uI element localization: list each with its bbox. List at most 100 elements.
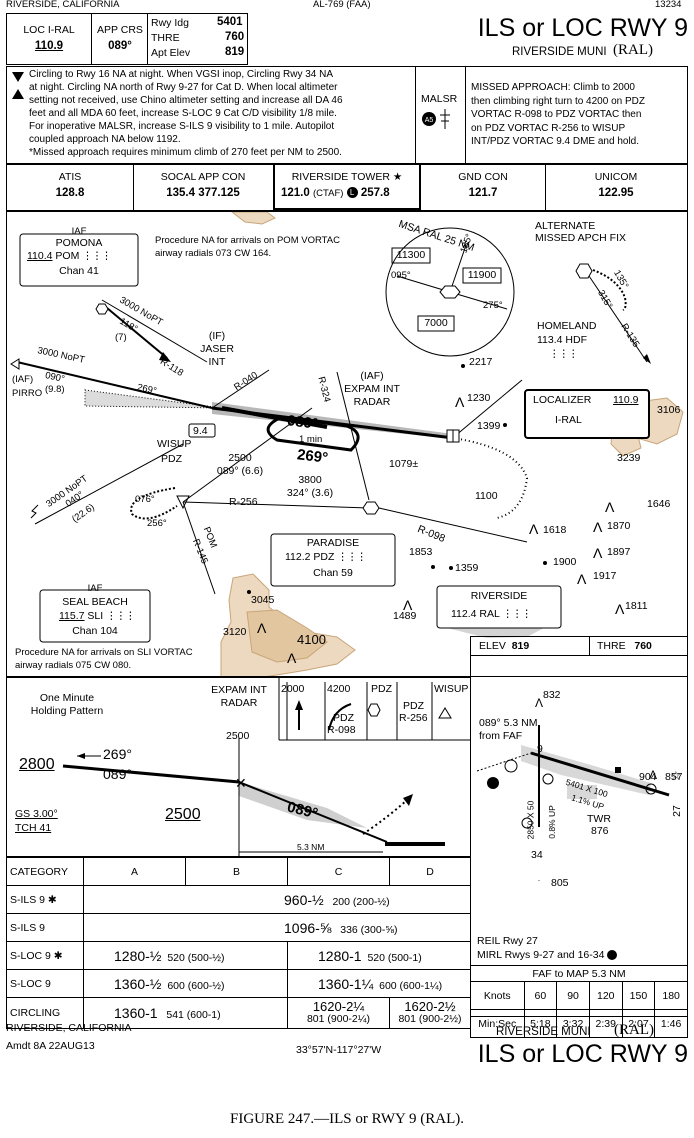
ad-thre: THRE 760 (597, 640, 652, 652)
svg-text:☆: ☆ (671, 770, 681, 782)
ad-rwy-34: 34 (531, 849, 543, 861)
c076: 076° (135, 494, 155, 505)
obst-2217: 2217 (469, 356, 493, 368)
seal-name: SEAL BEACH (62, 596, 128, 608)
homeland-name: HOMELAND (537, 320, 597, 332)
wisup-dme: 9.4 (193, 425, 208, 437)
thre: 760 (225, 31, 245, 43)
airport-name: RIVERSIDE MUNI (512, 46, 607, 58)
airport-graphic: Λ Λ Λ ☆ (476, 696, 681, 881)
ad-elev: ELEV 819 (479, 640, 530, 652)
tower-freq: 121.0 (CTAF) L 257.8 (281, 187, 390, 199)
plan-view: Λ Λ Λ Λ Λ Λ Λ Λ Λ Λ Λ IAF POMONA 110.4 P… (6, 211, 688, 677)
svg-text:Λ: Λ (287, 650, 297, 666)
course-089: 089° (286, 412, 319, 433)
riverside-name: RIVERSIDE (470, 590, 528, 602)
pirro-name: PIRRO (12, 388, 43, 399)
hold-2800: 2800 (19, 756, 55, 773)
rwy-ldg: 5401 (217, 16, 243, 28)
gnd-freq: 121.7 (468, 187, 498, 199)
pom-7: (7) (115, 332, 127, 343)
loc-label: LOC I-RAL (23, 24, 75, 36)
tch: TCH 41 (15, 822, 52, 834)
ad-obst-904: 904 (639, 771, 657, 783)
loc-freq: 110.9 (34, 40, 64, 52)
minima-table: CATEGORY A B C D S-ILS 9 ✱ 960-½ 200 (20… (6, 857, 471, 1029)
wisup-label: WISUP (157, 438, 192, 450)
hold-269: 269° (103, 746, 132, 762)
lighting-icon (607, 950, 618, 961)
apt-elev-label: Apt Elev (151, 47, 191, 59)
seal-freq: 115.7 SLI ⋮⋮⋮ (59, 610, 136, 622)
obst-1811: 1811 (625, 600, 648, 612)
r256-label: R-256 (229, 496, 258, 508)
svg-text:Λ: Λ (535, 696, 543, 710)
localizer-title: LOCALIZER (533, 394, 592, 406)
profile-2500-top: 2500 (226, 730, 250, 742)
notes-box: Circling to Rwy 16 NA at night. When VGS… (6, 66, 688, 164)
ma-2000: 2000 (281, 683, 305, 695)
atis-freq: 128.8 (55, 187, 85, 199)
pirro-iaf: (IAF) (12, 374, 34, 385)
footer-airport-id: (RAL) (614, 1022, 654, 1038)
msa-095: 095° (391, 270, 411, 281)
app-crs: 089° (108, 40, 132, 52)
ad-obst-805: 805 (551, 877, 569, 889)
ad-twr-elev: 876 (591, 825, 609, 837)
svg-text:Λ: Λ (593, 545, 603, 561)
obst-1646: 1646 (647, 498, 671, 510)
pomona-name: POMONA (55, 237, 103, 249)
svg-text:Λ: Λ (257, 620, 267, 636)
malsr-icon: A5 (422, 109, 450, 129)
plan-graphic: Λ Λ Λ Λ Λ Λ Λ Λ Λ Λ Λ (10, 212, 684, 676)
rwy-ldg-label: Rwy Idg (151, 17, 189, 29)
svg-text:Λ: Λ (577, 571, 587, 587)
wisup-pdz: PDZ (161, 453, 182, 465)
svg-text:Λ: Λ (535, 878, 543, 881)
course-269: 269° (296, 446, 329, 467)
obst-1897: 1897 (607, 546, 631, 558)
msa-7000: 7000 (424, 317, 448, 329)
svg-text:A5: A5 (425, 117, 434, 124)
msa-275: 275° (483, 300, 503, 311)
hold-089: 089° (103, 766, 132, 782)
svg-text:Λ: Λ (615, 601, 625, 617)
obst-4100: 4100 (297, 632, 326, 647)
svg-text:Λ: Λ (403, 597, 413, 613)
ad-rwy16-grad: 0.8% UP (546, 805, 557, 839)
ad-obst-832: 832 (543, 689, 561, 701)
unicom-freq: 122.95 (598, 187, 634, 199)
obst-3120: 3120 (223, 626, 247, 638)
localizer-freq: 110.9 (613, 394, 639, 406)
homeland-morse: ⋮⋮⋮ (549, 348, 578, 360)
header-chart-id: AL-769 (FAA) (313, 0, 371, 10)
ad-twr: TWR (587, 813, 611, 825)
svg-text:Λ: Λ (649, 768, 657, 782)
takeoff-minimums-icon (12, 72, 24, 99)
malsr-label: MALSR (421, 93, 458, 105)
unicom-label: UNICOM (594, 171, 638, 183)
seal-iaf: IAF (87, 583, 103, 594)
svg-text:Λ: Λ (455, 394, 465, 410)
figure-caption: FIGURE 247.—ILS or RWY 9 (RAL). (229, 1111, 465, 1127)
obst-1399: 1399 (477, 420, 501, 432)
footer-coords: 33°57'N-117°27'W (296, 1044, 382, 1056)
chart-title: ILS or LOC RWY 9 (477, 14, 688, 42)
header-number: 13234 (655, 0, 682, 10)
socal-label: SOCAL APP CON (160, 171, 246, 183)
footer-title: ILS or LOC RWY 9 (477, 1040, 688, 1068)
pomona-iaf-label: IAF (71, 226, 87, 237)
ad-rwy-27: 27 (670, 805, 683, 817)
ma-wisup: WISUP (434, 683, 469, 695)
lighting-icon: L (346, 187, 358, 199)
ad-reil: REIL Rwy 27 (477, 935, 538, 947)
riverside-freq: 112.4 RAL ⋮⋮⋮ (451, 608, 532, 620)
